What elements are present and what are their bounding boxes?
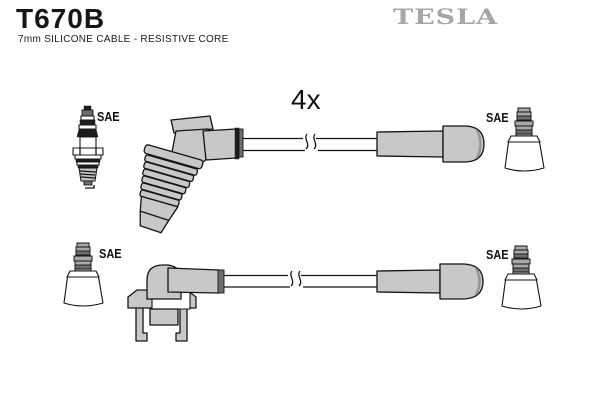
sae-terminal-icon <box>504 107 545 172</box>
sae-terminal-icon <box>501 245 542 310</box>
spark-plug-icon <box>72 105 104 189</box>
sae-label-top-right: SAE <box>486 111 509 125</box>
elbow-boot-90-bracket-icon <box>127 264 225 342</box>
cable-top <box>243 125 485 163</box>
sae-terminal-icon <box>63 242 104 307</box>
sae-label-top-left: SAE <box>97 110 120 124</box>
sae-label-bottom-left: SAE <box>99 247 122 261</box>
sae-label-bottom-right: SAE <box>486 248 509 262</box>
tesla-logo: TESLA <box>393 5 499 30</box>
cable-bottom <box>224 263 484 300</box>
part-number: T670B <box>16 3 106 34</box>
quantity-label: 4x <box>291 84 321 115</box>
elbow-boot-135-icon <box>139 115 244 234</box>
product-subtitle: 7mm SILICONE CABLE - RESISTIVE CORE <box>18 34 229 45</box>
